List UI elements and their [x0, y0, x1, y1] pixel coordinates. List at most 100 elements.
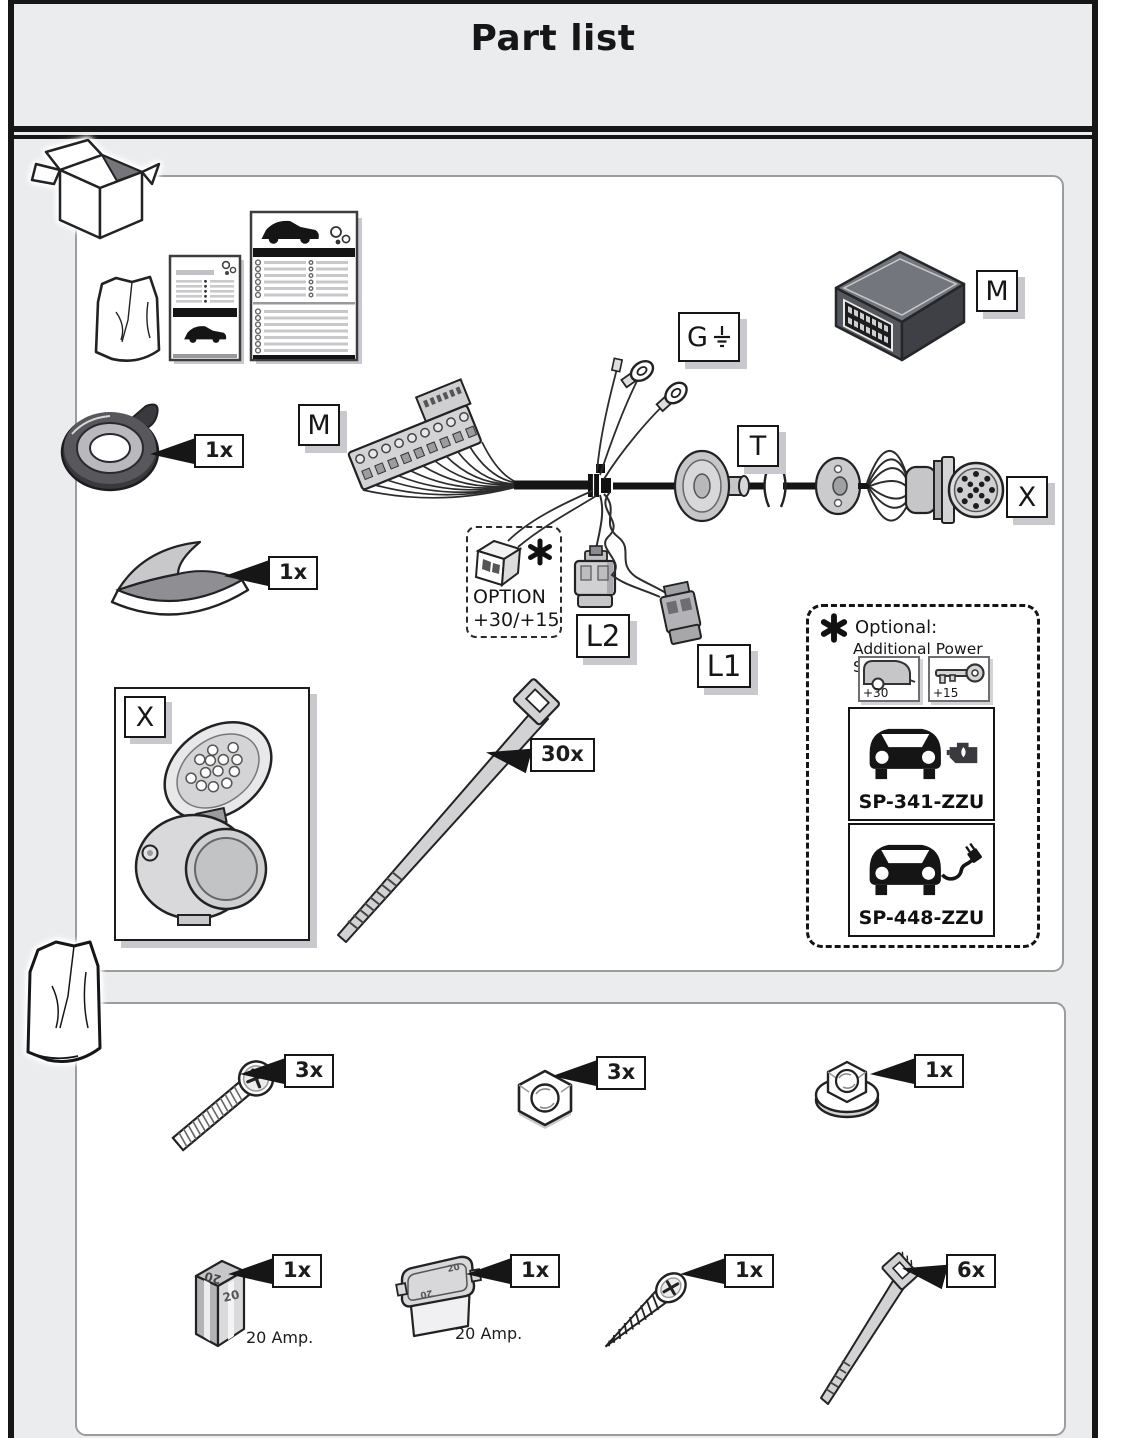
l2-connector — [573, 545, 617, 608]
l1-connector — [659, 580, 702, 645]
tape-qty: 1x — [194, 434, 245, 468]
fuse-jcase-qty: 1x — [510, 1254, 561, 1288]
socket-detail-box: X — [114, 687, 310, 941]
callout-wedge — [870, 1058, 914, 1084]
fuse-marking: 20 — [447, 1263, 461, 1275]
page-title: Part list — [470, 18, 636, 59]
pad-qty-callout: 1x — [224, 556, 319, 590]
crimp-sleeve — [610, 357, 624, 373]
asterisk-icon — [526, 538, 554, 570]
callout-wedge — [466, 1258, 510, 1284]
grommet-large — [673, 449, 750, 523]
fitting-list-icon — [249, 210, 362, 364]
wire-fan — [362, 441, 519, 499]
module-tag-label: M — [985, 275, 1009, 307]
tape-qty-callout: 1x — [150, 434, 245, 468]
hex-nut-qty-callout: 3x — [552, 1056, 647, 1090]
fuse-marking: 20 — [419, 1287, 433, 1299]
l1-tag-label: L1 — [706, 649, 742, 683]
header-rule-2 — [8, 135, 1098, 139]
callout-wedge — [483, 737, 532, 774]
module-tag: M — [976, 270, 1018, 312]
frame-top — [8, 0, 1098, 4]
part-number: SP-448-ZZU — [858, 907, 985, 929]
frame-left — [8, 0, 14, 1438]
cable-tie-6-qty-callout: 6x — [899, 1253, 997, 1290]
option-line1: OPTION — [473, 586, 546, 608]
callout-wedge — [224, 560, 268, 586]
ground-tag: G — [678, 312, 740, 362]
ground-tag-label: G — [687, 321, 708, 353]
caravan-tile: +30 — [858, 656, 920, 702]
cable-tie-30-qty: 30x — [530, 738, 595, 772]
kit-bag-icon — [94, 275, 161, 362]
car-plug-icon — [869, 842, 982, 896]
part-option-engine: SP-341-ZZU — [848, 707, 995, 821]
fuse-jcase-icon: 20 20 — [395, 1255, 483, 1338]
fuse-marking: 20 — [203, 1269, 223, 1287]
option-box: OPTION +30/+15 — [466, 526, 562, 638]
asterisk-icon — [819, 613, 849, 647]
l1-tag: L1 — [697, 644, 751, 688]
connector-tag-label: M — [307, 409, 331, 441]
socket-illustration — [134, 721, 273, 926]
fuse-cartridge-qty-callout: 1x — [228, 1254, 323, 1288]
car-engine-icon — [869, 728, 977, 780]
harness-illustration — [347, 357, 1005, 645]
callout-wedge — [680, 1258, 724, 1284]
socket-detail-tag: X — [124, 696, 166, 738]
key-tile: +15 — [928, 656, 990, 702]
tapping-screw-qty: 1x — [724, 1254, 775, 1288]
page-margin-left — [0, 0, 8, 1438]
flange-nut-qty: 1x — [914, 1054, 965, 1088]
pad-qty: 1x — [268, 556, 319, 590]
optional-heading: Optional: — [855, 617, 938, 638]
key-tile-label: +15 — [933, 686, 959, 700]
cable-tie-6-qty: 6x — [946, 1254, 997, 1288]
ring-terminal — [655, 381, 688, 413]
fuse-jcase-amp-note: 20 Amp. — [455, 1324, 523, 1343]
callout-wedge — [240, 1058, 284, 1084]
option-line2: +30/+15 — [473, 609, 560, 631]
machine-screw-qty: 3x — [284, 1054, 335, 1088]
socket-wire-fan — [866, 450, 909, 522]
page-margin-right — [1098, 0, 1125, 1438]
machine-screw-qty-callout: 3x — [240, 1054, 335, 1088]
caravan-tile-label: +30 — [863, 686, 889, 700]
carton-box-icon — [30, 138, 161, 240]
callout-wedge — [228, 1258, 272, 1284]
tube-tag-label: T — [749, 430, 767, 462]
ground-icon — [713, 326, 730, 348]
l2-tag: L2 — [576, 614, 630, 658]
connector-tag: M — [298, 404, 340, 446]
l2-tag-label: L2 — [585, 619, 621, 653]
cable-break-mark — [763, 464, 787, 508]
caravan-icon — [863, 660, 916, 691]
twisted-pair — [603, 491, 667, 598]
hardware-bag-icon — [26, 940, 102, 1063]
vehicle-connector — [347, 378, 482, 491]
fuse-cartridge-amp-note: 20 Amp. — [246, 1328, 314, 1347]
socket-tag: X — [1006, 476, 1048, 518]
cable-tie-small-icon — [820, 1251, 920, 1405]
tapping-screw-icon — [604, 1272, 687, 1348]
socket-connector — [904, 456, 1005, 524]
part-option-plug: SP-448-ZZU — [848, 823, 995, 937]
hex-nut-icon — [517, 1069, 573, 1129]
ignition-key-icon — [935, 663, 985, 684]
cable-tie-large-icon — [337, 678, 560, 943]
hex-nut-qty: 3x — [596, 1056, 647, 1090]
flange-nut-icon — [814, 1060, 880, 1119]
fuse-cartridge-qty: 1x — [272, 1254, 323, 1288]
fuse-jcase-qty-callout: 1x — [466, 1254, 561, 1288]
ring-terminal — [620, 360, 655, 389]
header-rule-1 — [8, 126, 1098, 132]
callout-wedge — [899, 1253, 948, 1290]
optional-power-supply-box: Optional: Additional Power Supply +30 +1… — [806, 604, 1040, 948]
instruction-sheet-icon — [168, 254, 244, 364]
tapping-screw-qty-callout: 1x — [680, 1254, 775, 1288]
callout-wedge — [552, 1060, 596, 1086]
fuse-marking: 20 — [221, 1287, 241, 1305]
flange-nut-qty-callout: 1x — [870, 1054, 965, 1088]
